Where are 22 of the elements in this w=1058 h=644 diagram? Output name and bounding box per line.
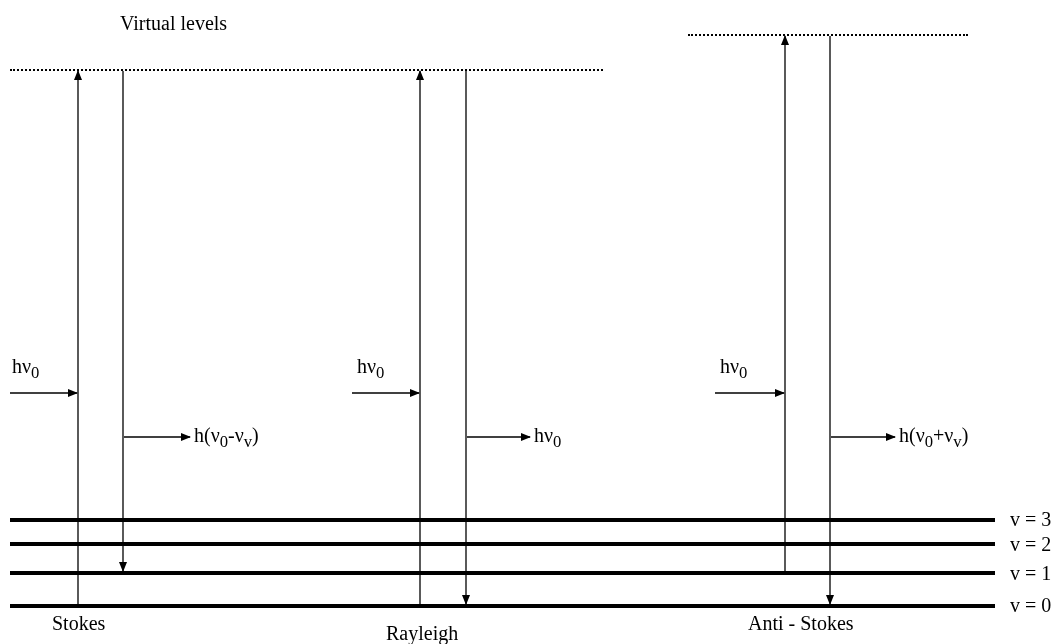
transition-arrow — [826, 35, 834, 605]
level-label: v = 0 — [1010, 594, 1052, 616]
level-heading: Virtual levels — [120, 12, 228, 34]
photon-energy-label: hν$_{0}$ — [720, 355, 748, 384]
photon-energy-label: h(ν$_{0}$+ν$_{v}$) — [899, 424, 969, 453]
transition-arrow — [781, 35, 789, 572]
process-label: Anti - Stokes — [748, 612, 854, 634]
process-label: Stokes — [52, 612, 106, 634]
level-label: v = 3 — [1010, 508, 1052, 530]
transition-arrow — [416, 70, 424, 605]
transition-arrow — [74, 70, 82, 605]
virtual-level-line — [10, 69, 603, 71]
photon-energy-label: hν$_{0}$ — [534, 424, 562, 453]
transition-arrow — [462, 70, 470, 605]
transition-arrow — [119, 70, 127, 572]
level-label: v = 1 — [1010, 562, 1052, 584]
photon-energy-label: hν$_{0}$ — [357, 355, 385, 384]
virtual-level-line — [688, 34, 968, 36]
level-label: v = 2 — [1010, 533, 1052, 555]
process-label: Rayleigh — [386, 622, 459, 644]
photon-energy-label: h(ν$_{0}$-ν$_{v}$) — [194, 424, 259, 453]
photon-energy-label: hν$_{0}$ — [12, 355, 40, 384]
